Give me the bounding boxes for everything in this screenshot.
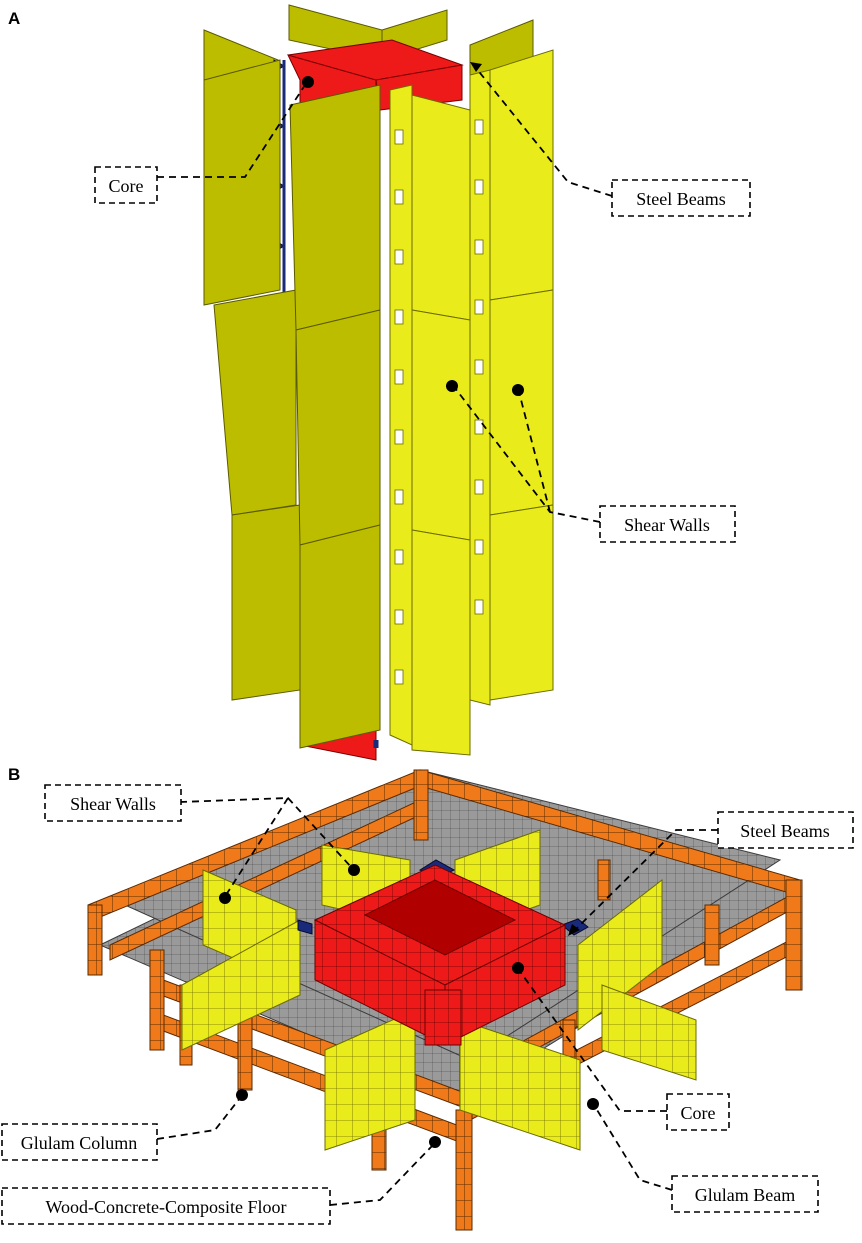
callout-label: Steel Beams <box>636 189 725 209</box>
callout-label: Shear Walls <box>624 515 710 535</box>
shear-wall-right-front <box>389 84 471 756</box>
callout-glulam-beam: Glulam Beam <box>587 1098 819 1213</box>
callout-steel-beams-a: Steel Beams <box>470 62 751 217</box>
callout-label: Steel Beams <box>740 821 829 841</box>
callout-label: Glulam Column <box>21 1133 138 1153</box>
core-b <box>313 864 567 1046</box>
callout-label: Wood-Concrete-Composite Floor <box>45 1197 286 1217</box>
panel-a: A <box>8 4 751 761</box>
callout-shear-walls-b: Shear Walls <box>44 784 360 904</box>
callout-label: Glulam Beam <box>695 1185 795 1205</box>
callout-composite-floor: Wood-Concrete-Composite Floor <box>1 1136 441 1225</box>
shear-wall-right-back <box>469 49 554 706</box>
callout-core-a: Core <box>94 76 314 204</box>
panel-letter-b: B <box>8 765 20 784</box>
shear-wall-front-center <box>289 84 381 749</box>
panel-letter-a: A <box>8 9 20 28</box>
callout-shear-walls-a: Shear Walls <box>446 380 736 543</box>
callout-glulam-column: Glulam Column <box>1 1089 248 1161</box>
callout-label: Core <box>109 176 144 196</box>
callout-label: Core <box>681 1103 716 1123</box>
shear-wall-left <box>203 59 301 701</box>
callout-label: Shear Walls <box>70 794 156 814</box>
callout-steel-beams-b: Steel Beams <box>568 811 854 936</box>
callout-core-b: Core <box>512 962 730 1131</box>
panel-b: B <box>1 765 854 1231</box>
